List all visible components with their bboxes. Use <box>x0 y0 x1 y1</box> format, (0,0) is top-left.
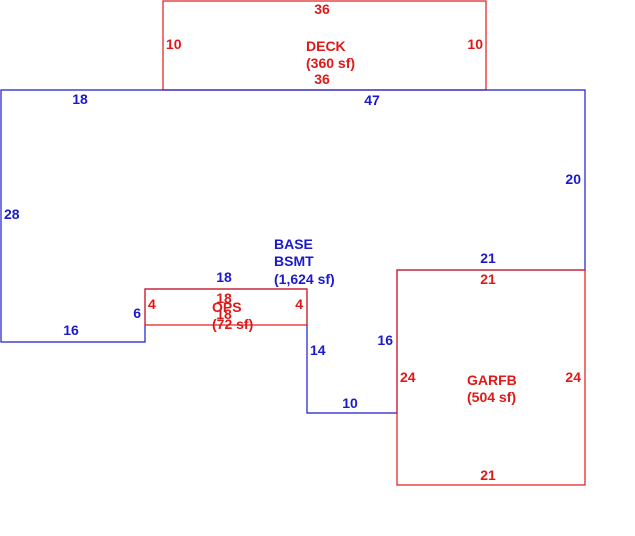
base-dim-notch-top: 18 <box>216 269 232 285</box>
ops-dim-right: 4 <box>295 296 303 312</box>
garage-outline <box>396 269 586 486</box>
base-dim-notch-right: 14 <box>310 342 326 358</box>
base-dim-top-right: 47 <box>364 92 380 108</box>
base-dim-bottom-mid: 10 <box>342 395 358 411</box>
garage-dim-left: 24 <box>400 369 416 385</box>
deck-area: (360 sf) <box>306 55 355 71</box>
base-name-line1: BASE <box>274 236 313 252</box>
garage-area: (504 sf) <box>467 389 516 405</box>
garage-name: GARFB <box>467 372 517 388</box>
base-name-line2: BSMT <box>274 253 314 269</box>
base-outline <box>0 89 586 414</box>
base-dim-step-left: 16 <box>377 332 393 348</box>
deck-dim-right: 10 <box>467 36 483 52</box>
deck-dim-bottom: 36 <box>314 71 330 87</box>
deck-dim-left: 10 <box>166 36 182 52</box>
ops-area: (72 sf) <box>212 316 253 332</box>
ops-dim-top: 18 <box>216 290 232 306</box>
deck-name: DECK <box>306 38 346 54</box>
ops-dim-bottom: 18 <box>216 306 232 322</box>
deck-dim-top: 36 <box>314 1 330 17</box>
base-dim-bottom-left: 16 <box>63 322 79 338</box>
garage-dim-right: 24 <box>565 369 581 385</box>
base-dim-right: 20 <box>565 171 581 187</box>
base-dim-notch-left: 6 <box>133 305 141 321</box>
ops-name: OPS <box>212 299 242 315</box>
base-dim-garage-top: 21 <box>480 250 496 266</box>
ops-outline <box>144 288 308 326</box>
ops-dim-left: 4 <box>148 296 156 312</box>
base-dim-top-left: 18 <box>72 91 88 107</box>
base-area: (1,624 sf) <box>274 271 335 287</box>
base-dim-left: 28 <box>4 206 20 222</box>
garage-dim-bottom: 21 <box>480 467 496 483</box>
garage-dim-top: 21 <box>480 271 496 287</box>
